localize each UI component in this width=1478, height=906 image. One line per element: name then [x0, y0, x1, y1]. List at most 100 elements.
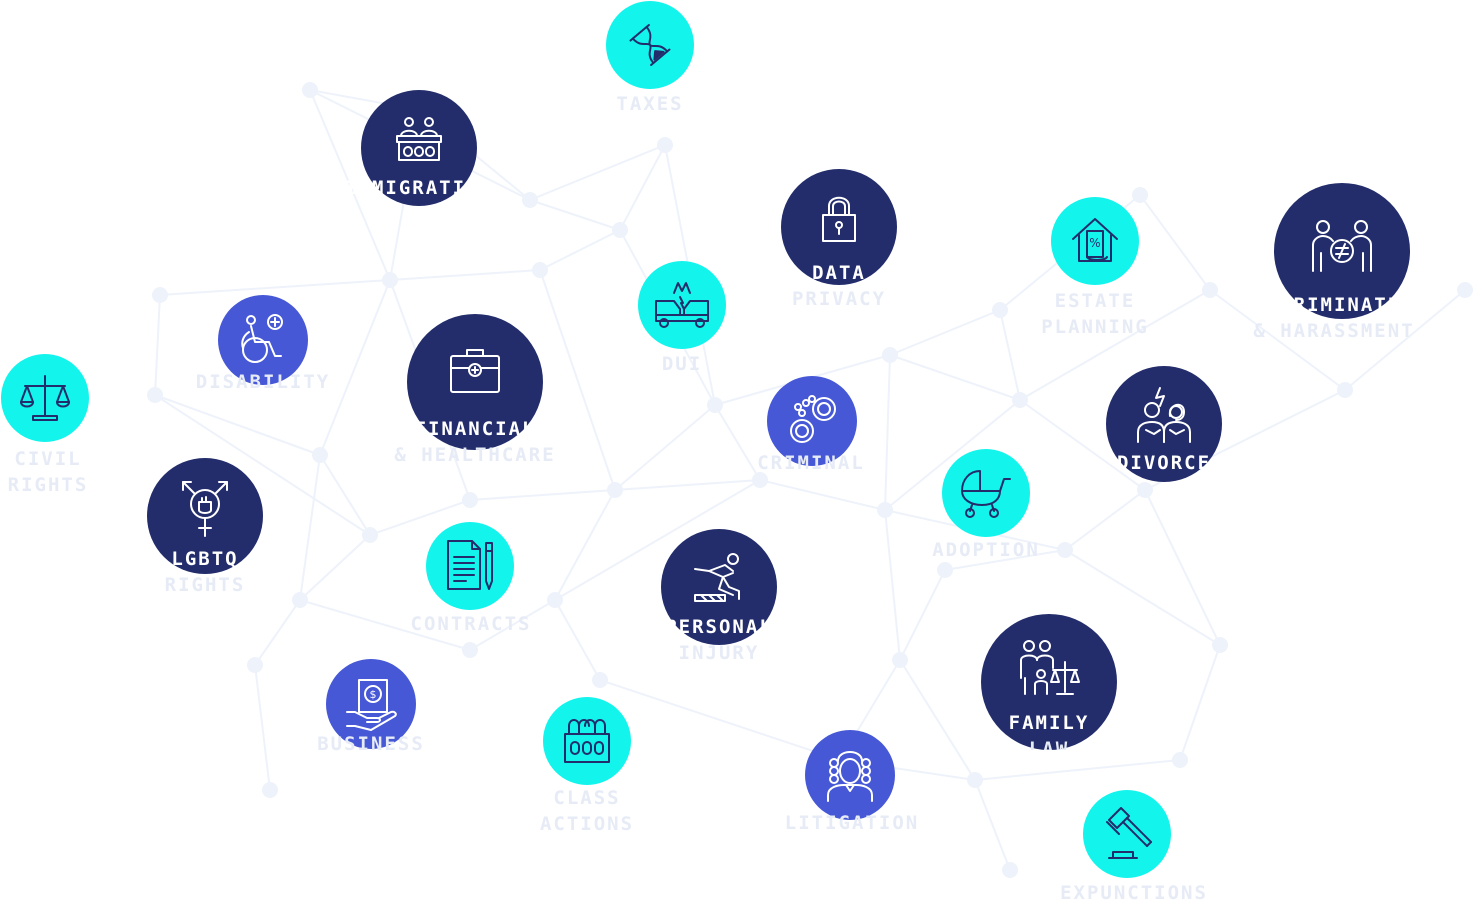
- network-node-dot: [462, 642, 478, 658]
- personal-injury-node[interactable]: [661, 529, 777, 645]
- network-edge: [539, 269, 616, 491]
- network-node-dot: [1132, 187, 1148, 203]
- taxes-node[interactable]: [606, 1, 694, 89]
- network-node-dot: [1337, 382, 1353, 398]
- network-edge: [614, 479, 761, 491]
- network-edge: [469, 489, 616, 501]
- network-edge: [309, 89, 391, 281]
- network-edge: [1019, 289, 1211, 401]
- criminal-node[interactable]: [767, 376, 857, 466]
- network-node-dot: [382, 272, 398, 288]
- wheelchair-icon: [241, 314, 283, 363]
- network-node-dot: [1137, 482, 1153, 498]
- estate-planning-node[interactable]: %: [1051, 197, 1139, 285]
- network-node-dot: [882, 347, 898, 363]
- house-document-icon: %: [1072, 218, 1118, 262]
- network-edge: [299, 454, 321, 601]
- immigration-node[interactable]: [361, 90, 477, 206]
- network-edge: [974, 779, 1011, 871]
- expunctions-node[interactable]: [1083, 790, 1171, 878]
- civil-rights-node[interactable]: [1, 354, 89, 442]
- network-edge: [554, 479, 761, 601]
- network-edge: [1144, 489, 1221, 646]
- network-edge: [1209, 289, 1346, 391]
- network-edge: [554, 489, 616, 601]
- svg-text:%: %: [1089, 236, 1100, 250]
- network-node-dot: [607, 482, 623, 498]
- network-node-dot: [362, 527, 378, 543]
- network-node-dot: [657, 137, 673, 153]
- network-node-dot: [147, 387, 163, 403]
- judge-icon: [827, 751, 873, 802]
- network-edge: [974, 759, 1181, 781]
- network-edge: [884, 354, 891, 511]
- divorce-node[interactable]: [1106, 366, 1222, 482]
- money-hand-icon: $: [346, 679, 397, 731]
- network-node-dot: [547, 592, 563, 608]
- network-node-dot: [752, 472, 768, 488]
- network-node-dot: [312, 447, 328, 463]
- network-edge: [1019, 399, 1146, 491]
- network-node-dot: [877, 502, 893, 518]
- financial-healthcare-node[interactable]: [407, 314, 543, 450]
- hourglass-icon: [629, 24, 671, 66]
- network-edge: [884, 509, 901, 661]
- padlock-icon: [822, 196, 856, 242]
- scales-icon: [20, 375, 70, 421]
- network-node-dot: [1202, 282, 1218, 298]
- contracts-node[interactable]: [426, 522, 514, 610]
- disability-node[interactable]: [218, 295, 308, 385]
- network-edge: [299, 599, 471, 651]
- litigation-node[interactable]: [805, 730, 895, 820]
- network-edge: [159, 279, 391, 296]
- network-edge: [319, 454, 371, 536]
- network-edge: [614, 404, 716, 491]
- medical-briefcase-icon: [450, 349, 500, 394]
- network-edge: [254, 664, 271, 791]
- network-edge: [389, 269, 541, 281]
- network-edge: [254, 599, 301, 666]
- falling-person-icon: [694, 552, 740, 602]
- network-edge: [1139, 194, 1211, 291]
- network-edge: [889, 354, 1021, 401]
- lgbtq-node[interactable]: [147, 458, 263, 574]
- network-edge: [889, 309, 1001, 356]
- network-edge: [899, 569, 946, 661]
- network-node-dot: [937, 562, 953, 578]
- network-edge: [154, 294, 161, 396]
- network-node-dot: [152, 287, 168, 303]
- arguing-couple-icon: [1137, 386, 1191, 443]
- network-edge: [884, 399, 1021, 511]
- network-edge: [1179, 644, 1221, 761]
- network-node-dot: [707, 397, 723, 413]
- network-node-dot: [1212, 637, 1228, 653]
- network-node-dot: [247, 657, 263, 673]
- network-node-dot: [1057, 542, 1073, 558]
- family-law-node[interactable]: [981, 614, 1117, 750]
- business-node[interactable]: $: [326, 659, 416, 749]
- network-edge: [944, 549, 1066, 571]
- network-node-dot: [1457, 282, 1473, 298]
- network-node-dot: [462, 492, 478, 508]
- dui-node[interactable]: [638, 261, 726, 349]
- network-node-dot: [292, 592, 308, 608]
- adoption-node[interactable]: [942, 449, 1030, 537]
- discrimination-node[interactable]: [1274, 183, 1410, 319]
- network-node-dot: [522, 192, 538, 208]
- network-node-dot: [262, 782, 278, 798]
- not-equal-people-icon: [1312, 219, 1372, 272]
- contract-pen-icon: [447, 540, 493, 590]
- network-edge: [319, 279, 391, 456]
- network-node-dot: [612, 222, 628, 238]
- network-node-dot: [1002, 862, 1018, 878]
- baby-carriage-icon: [961, 470, 1011, 518]
- network-node-dot: [992, 302, 1008, 318]
- network-node-dot: [1012, 392, 1028, 408]
- data-privacy-node[interactable]: [781, 169, 897, 285]
- network-edge: [999, 309, 1021, 401]
- family-scales-icon: [1020, 640, 1080, 696]
- network-edge: [759, 479, 886, 511]
- network-edge: [599, 679, 841, 761]
- class-actions-node[interactable]: [543, 697, 631, 785]
